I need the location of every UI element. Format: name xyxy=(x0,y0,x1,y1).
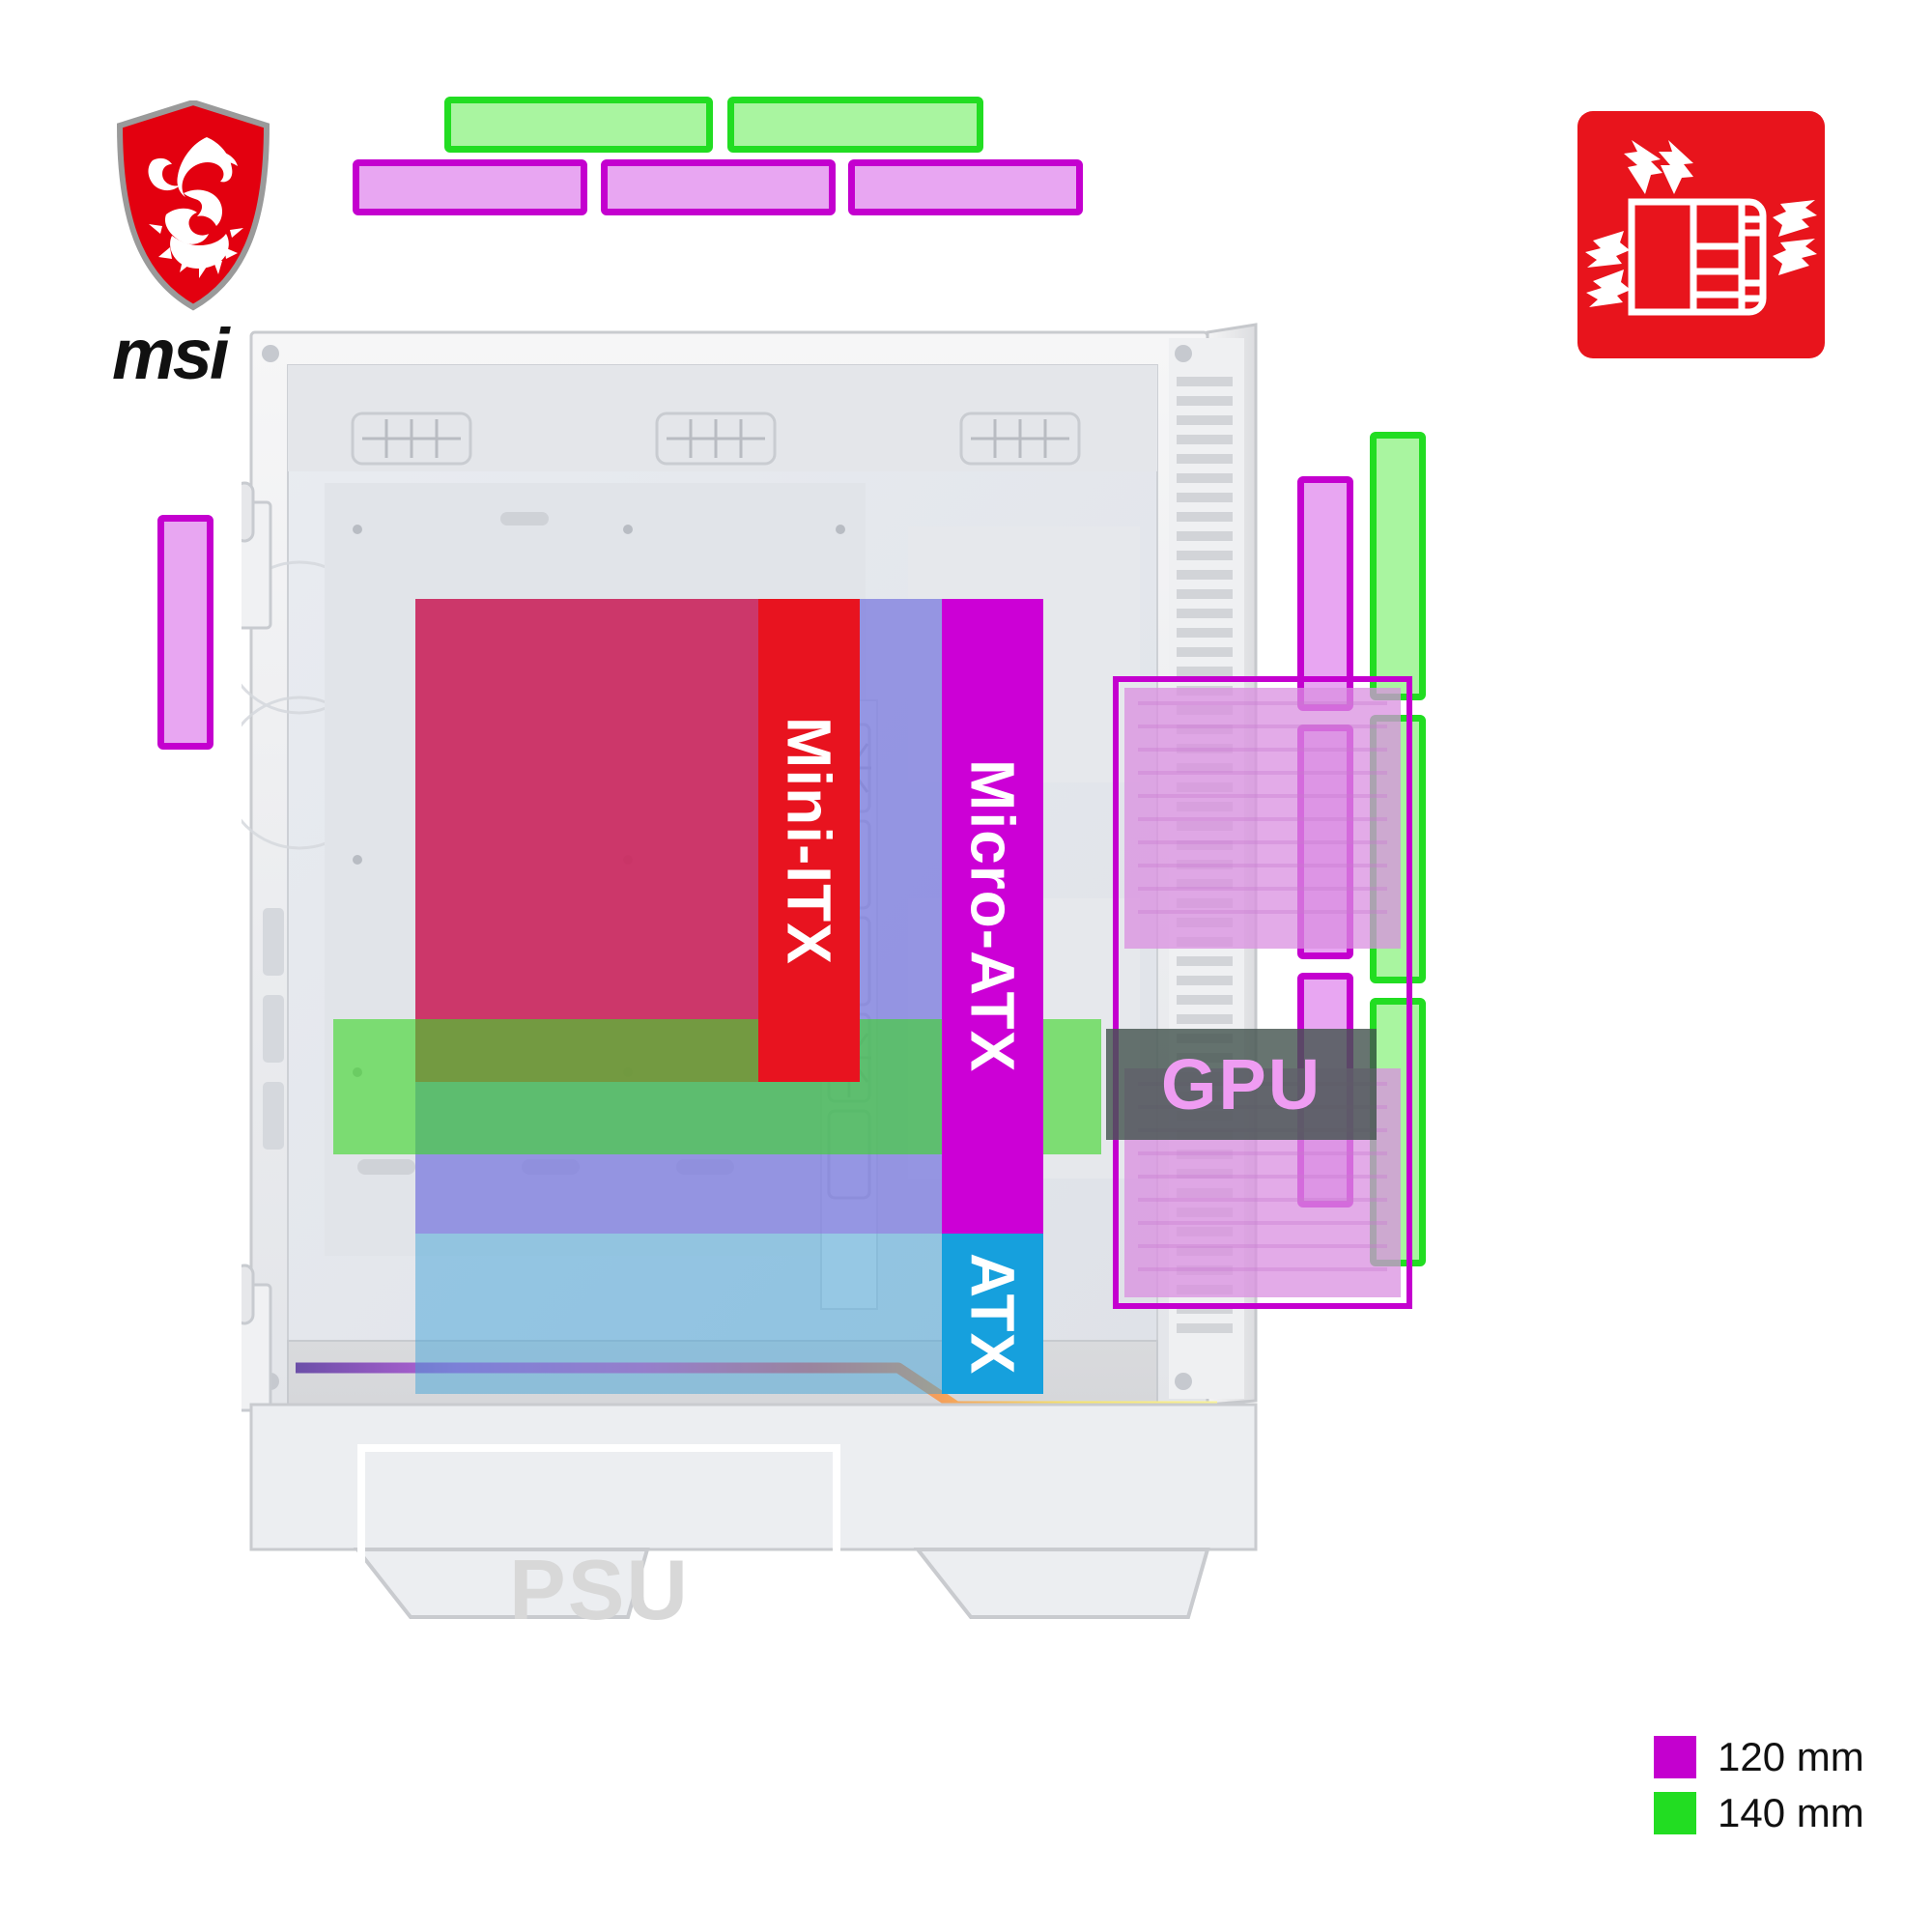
fan-slot-right-140-1[interactable] xyxy=(1370,432,1426,700)
airflow-direction-icon xyxy=(1585,140,1817,316)
fan-size-legend: 120 mm 140 mm xyxy=(1654,1729,1924,1855)
msi-wordmark: msi xyxy=(112,314,230,394)
form-factor-tab-mini-itx: Mini-ITX xyxy=(758,599,860,1082)
fan-slot-top-140-1[interactable] xyxy=(444,97,713,153)
legend-swatch-120mm xyxy=(1654,1736,1696,1778)
psu-clearance-outline xyxy=(357,1444,840,1705)
legend-swatch-140mm xyxy=(1654,1792,1696,1834)
msi-dragon-shield-icon xyxy=(116,100,270,311)
legend-item-120mm: 120 mm xyxy=(1654,1729,1924,1785)
form-factor-tab-micro-atx: Micro-ATX xyxy=(942,599,1043,1234)
fan-slot-left-120-1[interactable] xyxy=(157,515,213,750)
airflow-badge xyxy=(1577,111,1825,358)
gpu-label-badge: GPU xyxy=(1106,1029,1377,1140)
legend-item-140mm: 140 mm xyxy=(1654,1785,1924,1841)
fan-slot-top-120-3[interactable] xyxy=(848,159,1083,215)
gpu-clearance-outline xyxy=(1113,676,1412,1309)
msi-logo: msi xyxy=(104,100,288,390)
form-factor-tab-atx: ATX xyxy=(942,1234,1043,1394)
fan-slot-top-120-1[interactable] xyxy=(353,159,587,215)
gpu-label: GPU xyxy=(1160,1044,1322,1124)
psu-label: PSU xyxy=(509,1542,690,1637)
fan-slot-right-120-1[interactable] xyxy=(1297,476,1353,711)
fan-slot-top-140-2[interactable] xyxy=(727,97,983,153)
fan-slot-top-120-2[interactable] xyxy=(601,159,836,215)
legend-label-140mm: 140 mm xyxy=(1718,1790,1864,1835)
legend-label-120mm: 120 mm xyxy=(1718,1734,1864,1779)
